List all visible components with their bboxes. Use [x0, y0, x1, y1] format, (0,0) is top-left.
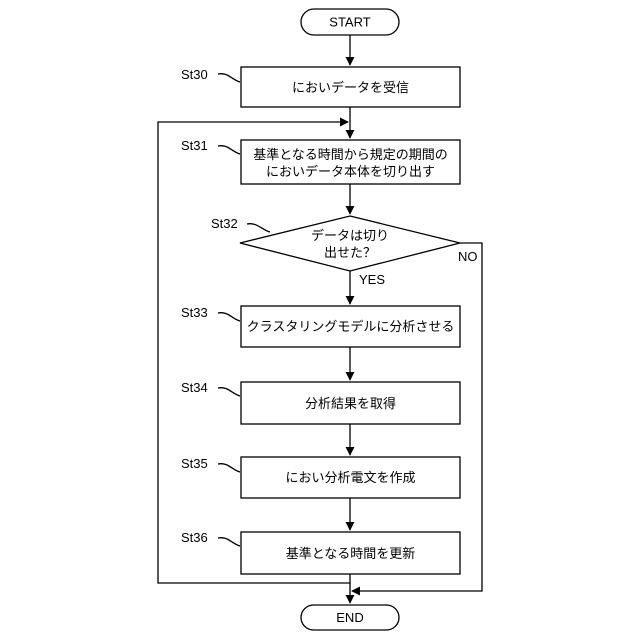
start-label: START	[329, 15, 370, 30]
step-id-st30: St30	[181, 67, 208, 82]
step-id-st33: St33	[181, 305, 208, 320]
decision-st32-text-1: データは切り	[311, 228, 389, 244]
step-id-st36: St36	[181, 530, 208, 545]
leader-st36	[218, 538, 240, 546]
connector-loop-st36-st31	[158, 122, 350, 583]
process-st31-text-1: 基準となる時間から規定の期間の	[253, 147, 448, 163]
end-label: END	[336, 610, 363, 625]
leader-st30	[218, 74, 240, 82]
branch-no-label: NO	[458, 249, 478, 264]
process-st35-text: におい分析電文を作成	[285, 471, 415, 486]
process-st34-text: 分析結果を取得	[305, 396, 396, 412]
step-id-st34: St34	[181, 380, 208, 395]
step-id-st31: St31	[181, 138, 208, 153]
leader-st33	[218, 313, 240, 321]
process-st33-text: クラスタリングモデルに分析させる	[247, 319, 455, 335]
leader-st35	[218, 464, 240, 472]
leader-st31	[218, 146, 240, 154]
process-st30-text: においデータを受信	[292, 80, 409, 96]
leader-st34	[218, 388, 240, 396]
process-st31-text-2: においデータ本体を切り出す	[266, 164, 435, 180]
leader-st32	[247, 224, 270, 232]
step-id-st32: St32	[211, 216, 238, 231]
branch-yes-label: YES	[359, 272, 385, 287]
process-st36-text: 基準となる時間を更新	[286, 546, 416, 562]
decision-st32-text-2: 出せた？	[324, 246, 376, 261]
step-id-st35: St35	[181, 456, 208, 471]
